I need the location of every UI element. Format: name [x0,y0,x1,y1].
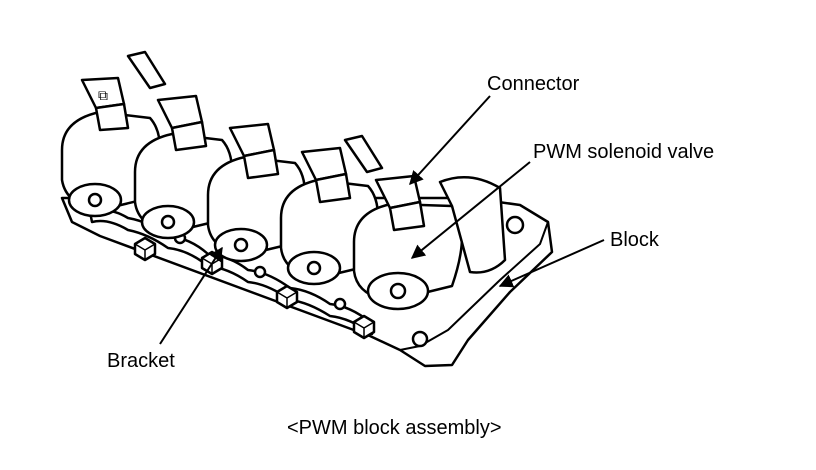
connector-leader-arrow [409,95,491,186]
svg-text:⧉: ⧉ [98,88,108,104]
connector-4 [300,146,352,204]
connector-5 [343,134,426,232]
connector-label: Connector [487,73,580,95]
connector-3 [228,122,280,180]
block-label: Block [610,229,659,251]
bracket-leader-arrow [159,246,223,345]
pwm-solenoid-valve-label: PWM solenoid valve [533,141,715,163]
connector-1: ⧉ [80,76,130,132]
figure-caption: <PWM block assembly> [287,417,502,439]
block-rear-housing [438,176,507,274]
connector-2 [126,50,208,152]
pwm-solenoid-leader-arrow [410,161,531,259]
bracket-label: Bracket [107,350,175,372]
solenoid-valve-5 [352,202,464,311]
leader-arrows [159,95,605,345]
bolts [133,236,376,340]
block-leader-arrow [498,239,605,288]
